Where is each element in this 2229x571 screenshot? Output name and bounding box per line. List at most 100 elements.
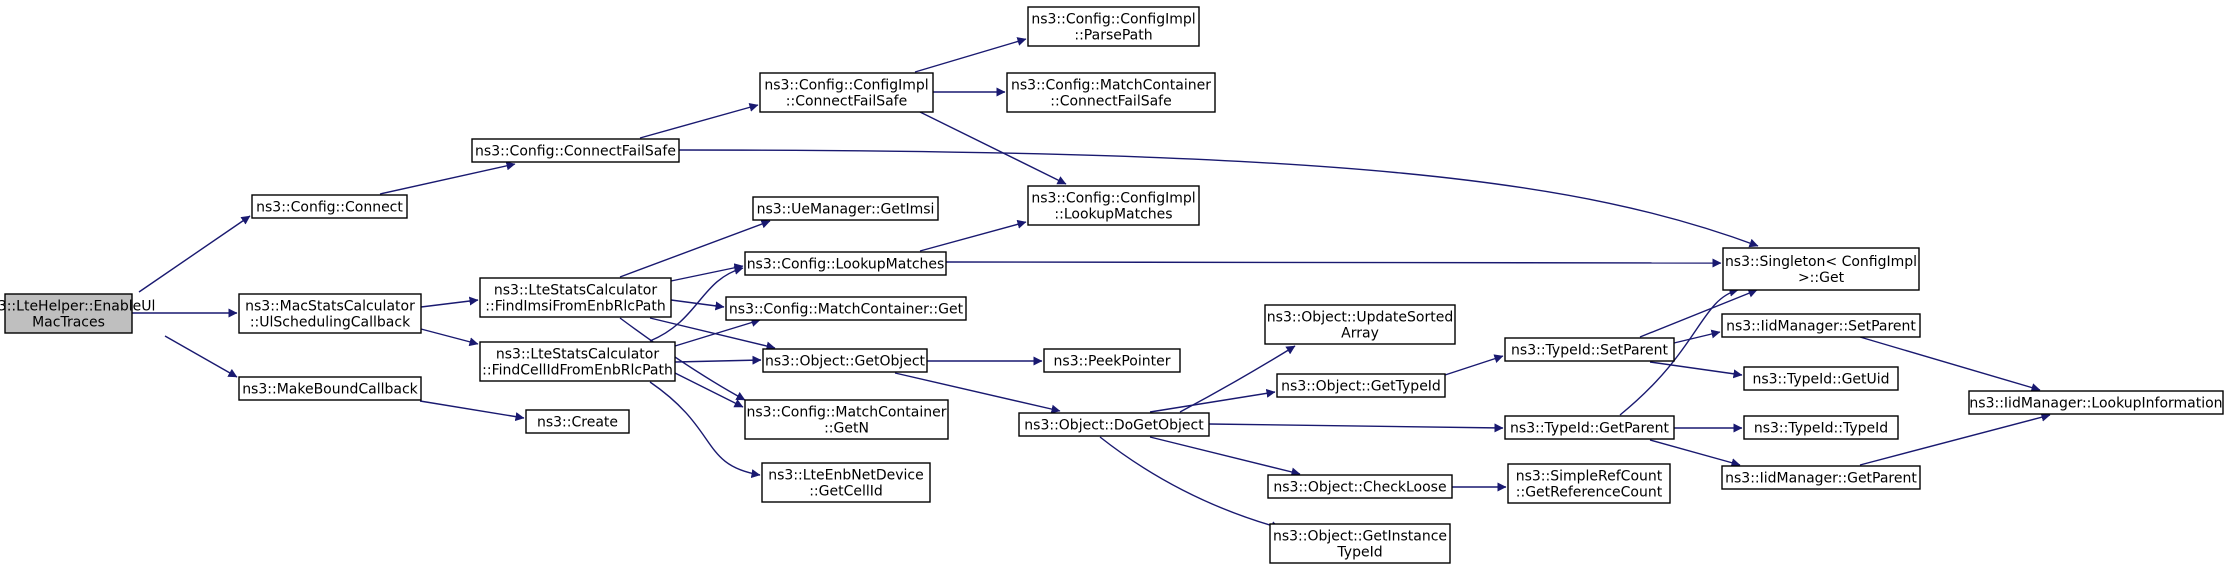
node-box [1276, 373, 1446, 398]
node-label: ns3::LteHelper::EnableUl [0, 299, 155, 315]
edge-type-id-set-parent-to-singleton-get [1639, 289, 1758, 338]
node-type-id-set-parent[interactable]: ns3::TypeId::SetParent [1504, 337, 1675, 362]
node-box [1267, 474, 1453, 499]
node-label: ::ConnectFailSafe [1050, 94, 1171, 110]
node-iid-manager-get-parent[interactable]: ns3::IidManager::GetParent [1721, 465, 1921, 490]
node-iid-manager-lookup-information[interactable]: ns3::IidManager::LookupInformation [1968, 390, 2224, 415]
node-label: ::GetN [824, 421, 869, 437]
node-box [471, 138, 680, 163]
node-label: ::GetCellId [809, 484, 883, 500]
edge-find-cell-id-from-enb-rlc-path-to-match-container-get [674, 318, 761, 347]
node-find-imsi-from-enb-rlc-path[interactable]: ns3::LteStatsCalculator::FindImsiFromEnb… [479, 277, 672, 318]
node-label: ns3::PeekPointer [1054, 354, 1171, 370]
node-match-container-connect-fail-safe[interactable]: ns3::Config::MatchContainer::ConnectFail… [1006, 72, 1216, 113]
node-label: ::FindCellIdFromEnbRlcPath [482, 363, 673, 379]
node-label: ns3::SimpleRefCount [1516, 469, 1663, 485]
node-match-container-get-n[interactable]: ns3::Config::MatchContainer::GetN [744, 399, 949, 440]
node-lte-enb-net-device-get-cell-id[interactable]: ns3::LteEnbNetDevice::GetCellId [761, 462, 931, 503]
node-box [1722, 247, 1920, 291]
node-label: ns3::MakeBoundCallback [242, 382, 418, 398]
node-label: ns3::Config::ConnectFailSafe [475, 144, 676, 160]
node-box [752, 196, 939, 221]
edge-connect-fail-safe-to-config-impl-connect-fail-safe [639, 102, 759, 139]
edge-find-cell-id-from-enb-rlc-path-to-match-container-get-n [674, 372, 744, 408]
node-ul-scheduling-callback[interactable]: ns3::MacStatsCalculator::UlSchedulingCal… [238, 293, 422, 334]
node-box [1504, 415, 1675, 440]
edge-find-imsi-from-enb-rlc-path-to-config-lookup-matches [670, 263, 744, 282]
node-label: ns3::Config::MatchContainer [1011, 78, 1211, 94]
node-box [1968, 390, 2224, 415]
node-type-id-get-parent[interactable]: ns3::TypeId::GetParent [1504, 415, 1675, 440]
edge-enable-ul-mac-traces-to-make-bound-callback [164, 335, 238, 378]
edge-make-bound-callback-to-create [419, 400, 525, 422]
node-config-impl-parse-path[interactable]: ns3::Config::ConfigImpl::ParsePath [1027, 6, 1200, 47]
node-box [238, 293, 422, 334]
edge-ul-scheduling-callback-to-find-imsi-from-enb-rlc-path [420, 296, 479, 308]
node-object-do-get-object[interactable]: ns3::Object::DoGetObject [1018, 412, 1210, 437]
node-object-check-loose[interactable]: ns3::Object::CheckLoose [1267, 474, 1453, 499]
edge-find-cell-id-from-enb-rlc-path-to-object-get-object [674, 355, 762, 365]
node-ue-manager-get-imsi[interactable]: ns3::UeManager::GetImsi [752, 196, 939, 221]
node-label: ns3::LteEnbNetDevice [768, 468, 923, 484]
node-object-get-object[interactable]: ns3::Object::GetObject [762, 348, 928, 373]
edge-config-impl-connect-fail-safe-to-config-impl-parse-path [914, 37, 1027, 73]
node-label: ns3::Config::ConfigImpl [764, 78, 928, 94]
node-label: ns3::Config::ConfigImpl [1031, 12, 1195, 28]
node-label: ns3::IidManager::LookupInformation [1969, 396, 2222, 412]
node-create[interactable]: ns3::Create [525, 409, 630, 434]
node-config-impl-connect-fail-safe[interactable]: ns3::Config::ConfigImpl::ConnectFailSafe [759, 72, 934, 113]
edge-ul-scheduling-callback-to-find-cell-id-from-enb-rlc-path [420, 328, 479, 347]
edge-object-get-object-to-object-do-get-object [894, 372, 1061, 414]
node-layer: ns3::LteHelper::EnableUlMacTracesns3::Co… [0, 6, 2224, 564]
node-box [4, 293, 133, 334]
node-box [1721, 313, 1921, 338]
node-label: ::ConnectFailSafe [786, 94, 907, 110]
node-label: Array [1341, 326, 1379, 342]
node-label: ns3::Object::GetInstance [1273, 529, 1447, 545]
edge-iid-manager-set-parent-to-iid-manager-lookup-information [1859, 336, 2041, 392]
node-simple-ref-count-get-reference-count[interactable]: ns3::SimpleRefCount::GetReferenceCount [1507, 463, 1671, 504]
edge-type-id-get-parent-to-singleton-get [1619, 287, 1739, 416]
edge-find-imsi-from-enb-rlc-path-to-object-get-object [649, 317, 776, 351]
edge-layer [132, 37, 2051, 531]
node-label: ns3::Config::Connect [256, 200, 403, 216]
node-box [525, 409, 630, 434]
node-config-connect[interactable]: ns3::Config::Connect [251, 194, 408, 219]
node-find-cell-id-from-enb-rlc-path[interactable]: ns3::LteStatsCalculator::FindCellIdFromE… [479, 341, 676, 382]
node-iid-manager-set-parent[interactable]: ns3::IidManager::SetParent [1721, 313, 1921, 338]
edge-object-do-get-object-to-object-get-type-id [1149, 388, 1276, 413]
node-label: ns3::Object::GetObject [765, 354, 926, 370]
node-config-impl-lookup-matches[interactable]: ns3::Config::ConfigImpl::LookupMatches [1027, 185, 1200, 226]
node-config-lookup-matches[interactable]: ns3::Config::LookupMatches [744, 251, 947, 276]
node-label: >::Get [1798, 270, 1845, 286]
node-label: ns3::Config::LookupMatches [747, 257, 945, 273]
node-match-container-get[interactable]: ns3::Config::MatchContainer::Get [725, 296, 967, 321]
node-peek-pointer[interactable]: ns3::PeekPointer [1043, 348, 1181, 373]
node-label: ns3::Object::CheckLoose [1273, 480, 1446, 496]
node-label: ns3::Singleton< ConfigImpl [1725, 254, 1917, 270]
node-box [479, 277, 672, 318]
edge-type-id-get-parent-to-iid-manager-get-parent [1649, 439, 1741, 468]
node-box [251, 194, 408, 219]
node-singleton-get[interactable]: ns3::Singleton< ConfigImpl >::Get [1722, 247, 1920, 291]
edge-iid-manager-get-parent-to-iid-manager-lookup-information [1859, 412, 2051, 466]
node-label: ns3::MacStatsCalculator [245, 299, 415, 315]
node-label: ns3::IidManager::GetParent [1725, 471, 1917, 487]
node-type-id-type-id[interactable]: ns3::TypeId::TypeId [1743, 415, 1899, 440]
node-object-get-type-id[interactable]: ns3::Object::GetTypeId [1276, 373, 1446, 398]
node-box [1507, 463, 1671, 504]
node-connect-fail-safe[interactable]: ns3::Config::ConnectFailSafe [471, 138, 680, 163]
edge-config-connect-to-connect-fail-safe [379, 161, 516, 195]
node-make-bound-callback[interactable]: ns3::MakeBoundCallback [238, 376, 422, 401]
node-type-id-get-uid[interactable]: ns3::TypeId::GetUid [1743, 366, 1899, 391]
node-box [744, 399, 949, 440]
edge-config-impl-connect-fail-safe-to-config-impl-lookup-matches [919, 111, 1067, 185]
node-box [1721, 465, 1921, 490]
edge-find-imsi-from-enb-rlc-path-to-ue-manager-get-imsi [619, 219, 771, 278]
node-box [1269, 523, 1451, 564]
edge-find-cell-id-from-enb-rlc-path-to-lte-enb-net-device-get-cell-id [649, 381, 761, 479]
